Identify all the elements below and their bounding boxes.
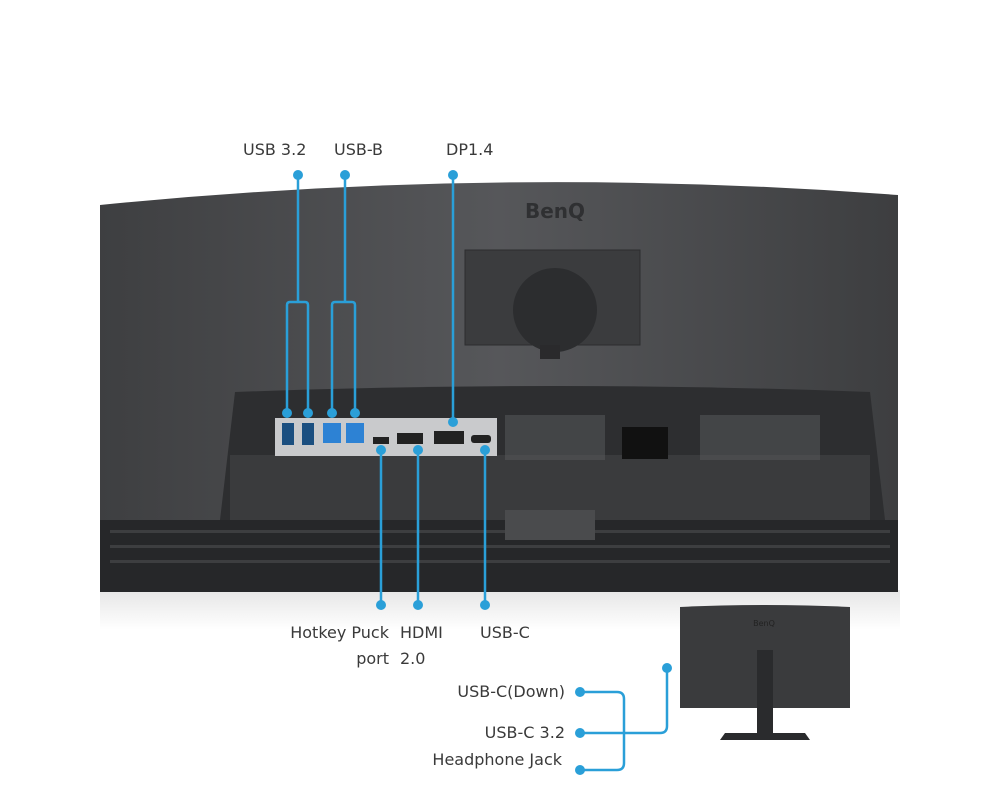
stand-hole <box>513 268 597 352</box>
label-hdmi-line1: HDMI <box>400 623 443 642</box>
label-hotkey-line1: Hotkey Puck <box>290 623 389 642</box>
small-monitor-base <box>720 733 810 740</box>
power-socket <box>622 427 668 459</box>
label-dp-1-4: DP1.4 <box>446 140 494 159</box>
benq-logo: BenQ <box>525 199 585 223</box>
stand-latch <box>540 345 560 359</box>
label-usb-b: USB-B <box>334 140 384 159</box>
usb-a-port-2 <box>302 423 314 445</box>
small-monitor-stand <box>757 650 773 735</box>
usbc-port <box>471 435 491 443</box>
hdmi-port <box>397 433 423 444</box>
label-hotkey-line2: port <box>356 649 389 668</box>
label-hdmi-2-0: HDMI 2.0 <box>400 620 443 672</box>
usb-b-port-1 <box>323 423 341 443</box>
label-headphone-jack: Headphone Jack <box>432 750 562 769</box>
label-usb-3-2: USB 3.2 <box>243 140 307 159</box>
callout-lines <box>285 175 669 772</box>
hotkey-port <box>373 437 389 444</box>
vents-2 <box>700 415 820 460</box>
label-usb-c-down: USB-C(Down) <box>457 682 565 701</box>
label-hotkey-puck-port: Hotkey Puck port <box>290 620 389 672</box>
label-usb-c: USB-C <box>480 623 530 642</box>
small-monitor-logo: BenQ <box>753 619 775 628</box>
cable-clip <box>505 510 595 540</box>
callout-dots <box>282 170 672 775</box>
usb-b-port-2 <box>346 423 364 443</box>
usb-a-port-1 <box>282 423 294 445</box>
label-hdmi-line2: 2.0 <box>400 649 426 668</box>
vents-1 <box>505 415 605 460</box>
label-usb-c-3-2: USB-C 3.2 <box>484 723 565 742</box>
dp-port <box>434 431 464 444</box>
vent-slats <box>110 530 890 563</box>
io-panel-floor <box>230 455 870 520</box>
